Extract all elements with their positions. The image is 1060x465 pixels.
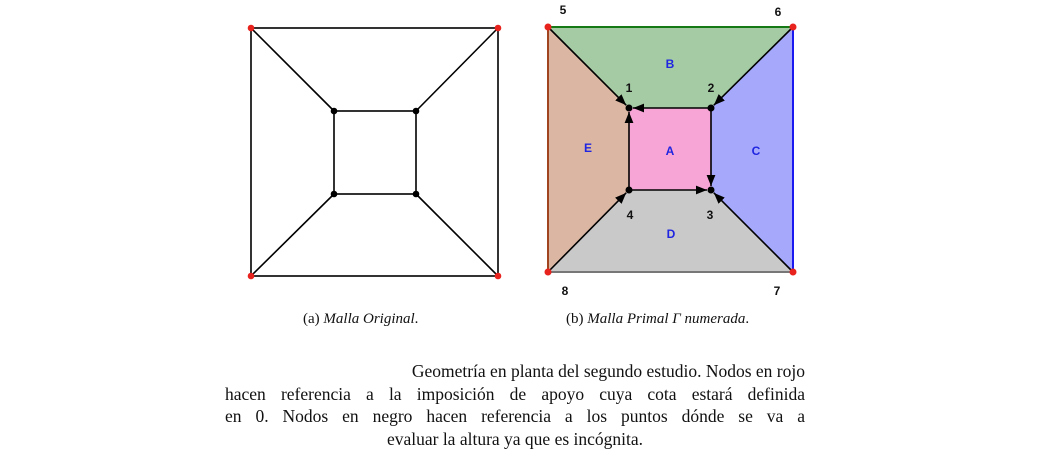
primal-mesh: 1 2 3 4 5 6 7 8 A B C D E (544, 3, 797, 298)
region-a (629, 108, 711, 190)
subcaption-b-period: . (745, 311, 750, 327)
directed-edge (713, 26, 794, 106)
free-node (412, 190, 420, 198)
subcaption-b: (b) Malla Primal Γ numerada. (566, 311, 749, 328)
free-node (707, 186, 715, 194)
subcaption-a: (a) Malla Original. (303, 311, 418, 328)
caption-line: evaluar la altura ya que es incógnita. (386, 428, 644, 449)
support-node (494, 24, 502, 32)
node-label: 1 (626, 81, 633, 95)
node-label: 5 (560, 3, 567, 17)
support-node (247, 24, 255, 32)
free-node (625, 186, 633, 194)
caption-line: hacen referencia a la imposición de apoy… (225, 383, 805, 404)
free-node (707, 104, 715, 112)
region-label: D (667, 227, 676, 241)
support-node (544, 268, 552, 276)
region-label: A (666, 144, 675, 158)
subcaption-a-label: (a) (303, 311, 320, 327)
region-label: B (666, 57, 675, 71)
original-mesh-nodes (247, 24, 502, 280)
node-label: 2 (708, 81, 715, 95)
directed-edge (547, 26, 627, 106)
support-node (789, 268, 797, 276)
subcaption-b-title: Malla Primal Γ numerada (587, 311, 746, 327)
support-node (494, 272, 502, 280)
region-label: E (584, 141, 592, 155)
original-mesh (250, 27, 499, 277)
free-node (330, 107, 338, 115)
free-node (625, 104, 633, 112)
edge (250, 193, 335, 277)
node-label: 8 (562, 284, 569, 298)
outer-square (250, 27, 499, 277)
edge (250, 27, 335, 112)
node-label: 6 (775, 5, 782, 19)
caption-line: Geometría en planta del segundo estudio.… (411, 361, 805, 381)
subcaption-b-label: (b) (566, 311, 584, 327)
support-node (789, 23, 797, 31)
subcaption-a-period: . (414, 311, 419, 327)
directed-edge (713, 192, 794, 273)
node-label: 4 (627, 208, 634, 222)
figure-caption: Geometría en planta del segundo estudio.… (225, 360, 805, 450)
inner-square (333, 110, 417, 195)
node-label: 7 (774, 284, 781, 298)
caption-line: en 0. Nodos en negro hacen referencia a … (225, 406, 805, 426)
edge (415, 27, 499, 112)
support-node (247, 272, 255, 280)
support-node (544, 23, 552, 31)
node-label: 3 (707, 208, 714, 222)
directed-edge (547, 192, 627, 273)
free-node (412, 107, 420, 115)
free-node (330, 190, 338, 198)
edge (415, 193, 499, 277)
region-label: C (752, 144, 761, 158)
subcaption-a-title: Malla Original (323, 311, 415, 327)
